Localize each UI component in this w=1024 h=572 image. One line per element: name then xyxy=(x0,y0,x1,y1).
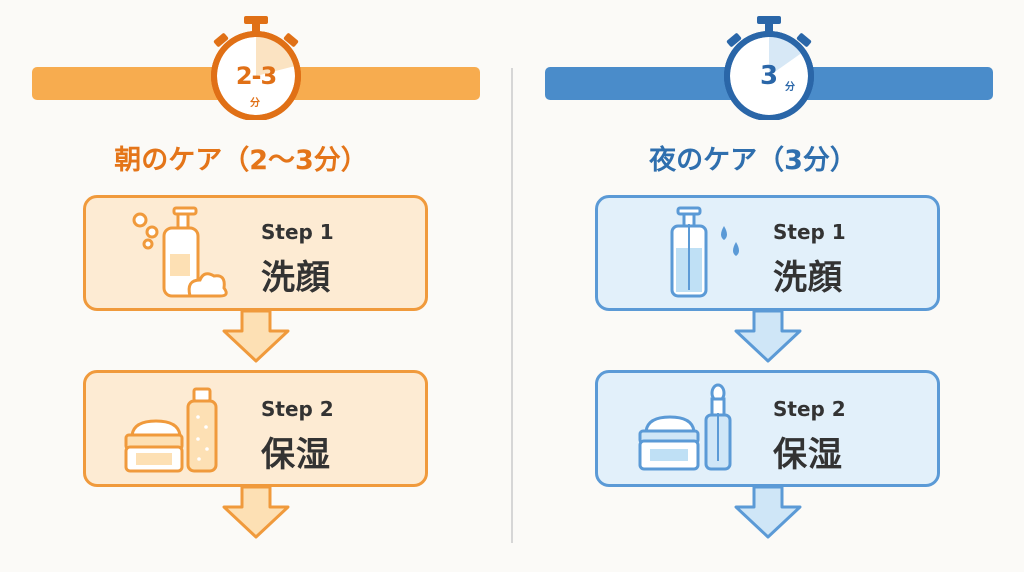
night-timer-unit: 分 xyxy=(785,82,795,93)
night-step-2-label: Step 2 xyxy=(773,397,846,421)
morning-down-arrow-icon xyxy=(222,485,290,539)
morning-care-panel: 2-3 分 朝のケア（2〜3分） Step 1 洗顔 xyxy=(32,14,480,539)
night-down-arrow-icon xyxy=(734,485,802,539)
morning-down-arrow-icon xyxy=(222,309,290,363)
night-step-1-card: Step 1 洗顔 xyxy=(595,195,940,311)
morning-step-2-name: 保湿 xyxy=(261,435,331,475)
cream-jar-and-dropper-bottle-icon xyxy=(638,383,732,471)
panel-divider xyxy=(511,68,513,543)
night-down-arrow-icon xyxy=(734,309,802,363)
morning-step-1-label: Step 1 xyxy=(261,220,334,244)
morning-title: 朝のケア（2〜3分） xyxy=(114,145,368,176)
morning-step-2-label: Step 2 xyxy=(261,397,334,421)
morning-step-1-card: Step 1 洗顔 xyxy=(83,195,428,311)
night-step-2-card: Step 2 保湿 xyxy=(595,370,940,487)
morning-step-1-name: 洗顔 xyxy=(261,258,331,298)
morning-stopwatch-icon: 2-3 分 xyxy=(200,14,312,120)
morning-timer-number: 2-3 xyxy=(235,62,277,90)
cleanser-pump-bottle-icon xyxy=(670,206,739,298)
night-step-1-name: 洗顔 xyxy=(773,258,843,298)
morning-step-2-card: Step 2 保湿 xyxy=(83,370,428,487)
night-timer-number: 3 xyxy=(759,61,779,91)
night-title: 夜のケア（3分） xyxy=(649,145,857,176)
night-stopwatch-icon: 3 分 xyxy=(713,14,825,120)
night-care-panel: 3 分 夜のケア（3分） Step 1 洗顔 Step 2 xyxy=(512,0,1024,572)
cleanser-pump-bottle-icon xyxy=(132,206,228,298)
morning-timer-unit: 分 xyxy=(250,98,260,109)
night-step-2-name: 保湿 xyxy=(773,435,843,475)
cream-jar-and-lotion-bottle-icon xyxy=(124,387,218,473)
night-step-1-label: Step 1 xyxy=(773,220,846,244)
